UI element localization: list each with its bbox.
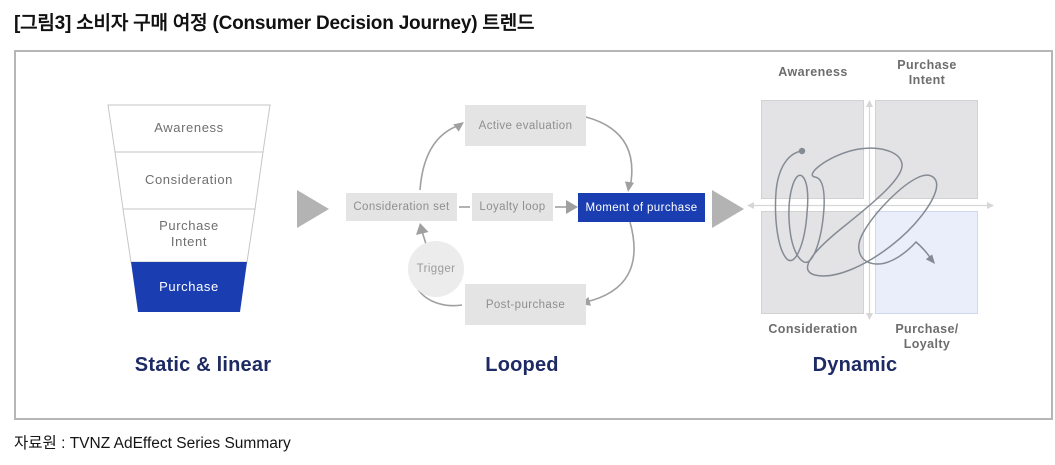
quadrant-label-consideration: Consideration xyxy=(768,322,858,336)
funnel-stage-awareness: Awareness xyxy=(154,120,224,135)
loop-node-loyalty-loop: Loyalty loop xyxy=(472,193,553,221)
quadrant-bottom-right xyxy=(875,211,978,314)
loop-node-consideration-set: Consideration set xyxy=(346,193,457,221)
figure-title: [그림3] 소비자 구매 여정 (Consumer Decision Journ… xyxy=(14,13,535,34)
funnel-stage-consideration: Consideration xyxy=(144,172,233,187)
figure-source: 자료원 : TVNZ AdEffect Series Summary xyxy=(14,435,291,452)
quadrant-top-left xyxy=(761,100,864,199)
forward-arrow-icon xyxy=(297,190,329,228)
caption-looped: Looped xyxy=(485,354,559,376)
quadrant-label-purchase-intent: Purchase Intent xyxy=(897,58,957,87)
caption-static-linear: Static & linear xyxy=(134,354,272,376)
funnel-stage-purchase-intent: Purchase Intent xyxy=(159,218,219,249)
loop-node-post-purchase: Post-purchase xyxy=(465,284,586,325)
quadrant-bottom-left xyxy=(761,211,864,314)
loop-node-active-evaluation: Active evaluation xyxy=(465,105,586,146)
loop-node-trigger: Trigger xyxy=(408,241,464,297)
caption-dynamic: Dynamic xyxy=(812,354,898,376)
diagram-panel: Awareness Consideration Purchase Intent … xyxy=(14,50,1053,420)
loop-node-moment-of-purchase: Moment of purchase xyxy=(578,193,705,222)
quadrant-label-awareness: Awareness xyxy=(778,65,848,79)
forward-arrow-icon xyxy=(712,190,744,228)
quadrant-top-right xyxy=(875,100,978,199)
quadrant-label-purchase-loyalty: Purchase/ Loyalty xyxy=(895,322,959,351)
funnel-stage-purchase: Purchase xyxy=(159,279,219,294)
